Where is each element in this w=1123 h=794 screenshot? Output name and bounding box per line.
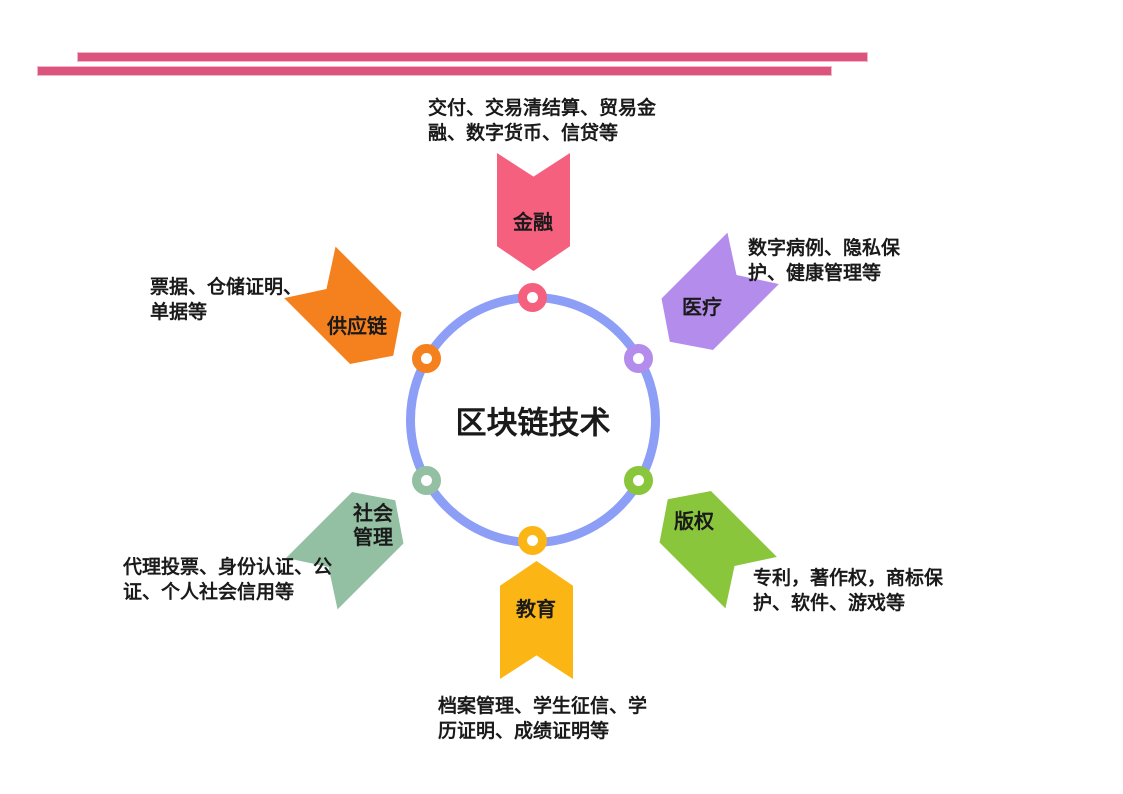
copyright-description: 专利，著作权，商标保 护、软件、游戏等 (753, 568, 944, 614)
education-node-dot (518, 526, 547, 555)
copyright-label: 版权 (674, 511, 714, 533)
diagram-title: 区块链技术 (455, 405, 611, 441)
medical-description: 数字病例、隐私保 护、健康管理等 (748, 238, 901, 284)
education-description: 档案管理、学生征信、学 历证明、成绩证明等 (438, 696, 648, 742)
education-label: 教育 (516, 599, 556, 621)
supply-arrow (284, 246, 419, 381)
medical-label: 医疗 (682, 297, 722, 319)
top-accent-bar-lower (37, 66, 832, 76)
supply-chain-label: 供应链 (327, 316, 387, 338)
medical-node-dot (624, 344, 653, 373)
top-accent-bar-upper (77, 52, 868, 62)
finance-label: 金融 (513, 212, 553, 234)
social-management-label: 社会 管理 (353, 503, 393, 549)
finance-description: 交付、交易清结算、贸易金 融、数字货币、信贷等 (428, 98, 657, 144)
supply-description: 票据、仓储证明、 单据等 (150, 277, 303, 323)
social-description: 代理投票、身份认证、公 证、个人社会信用等 (123, 557, 333, 603)
copyright-node-dot (624, 466, 653, 495)
social-node-dot (412, 466, 441, 495)
supply-node-dot (412, 344, 441, 373)
finance-node-dot (518, 283, 547, 312)
